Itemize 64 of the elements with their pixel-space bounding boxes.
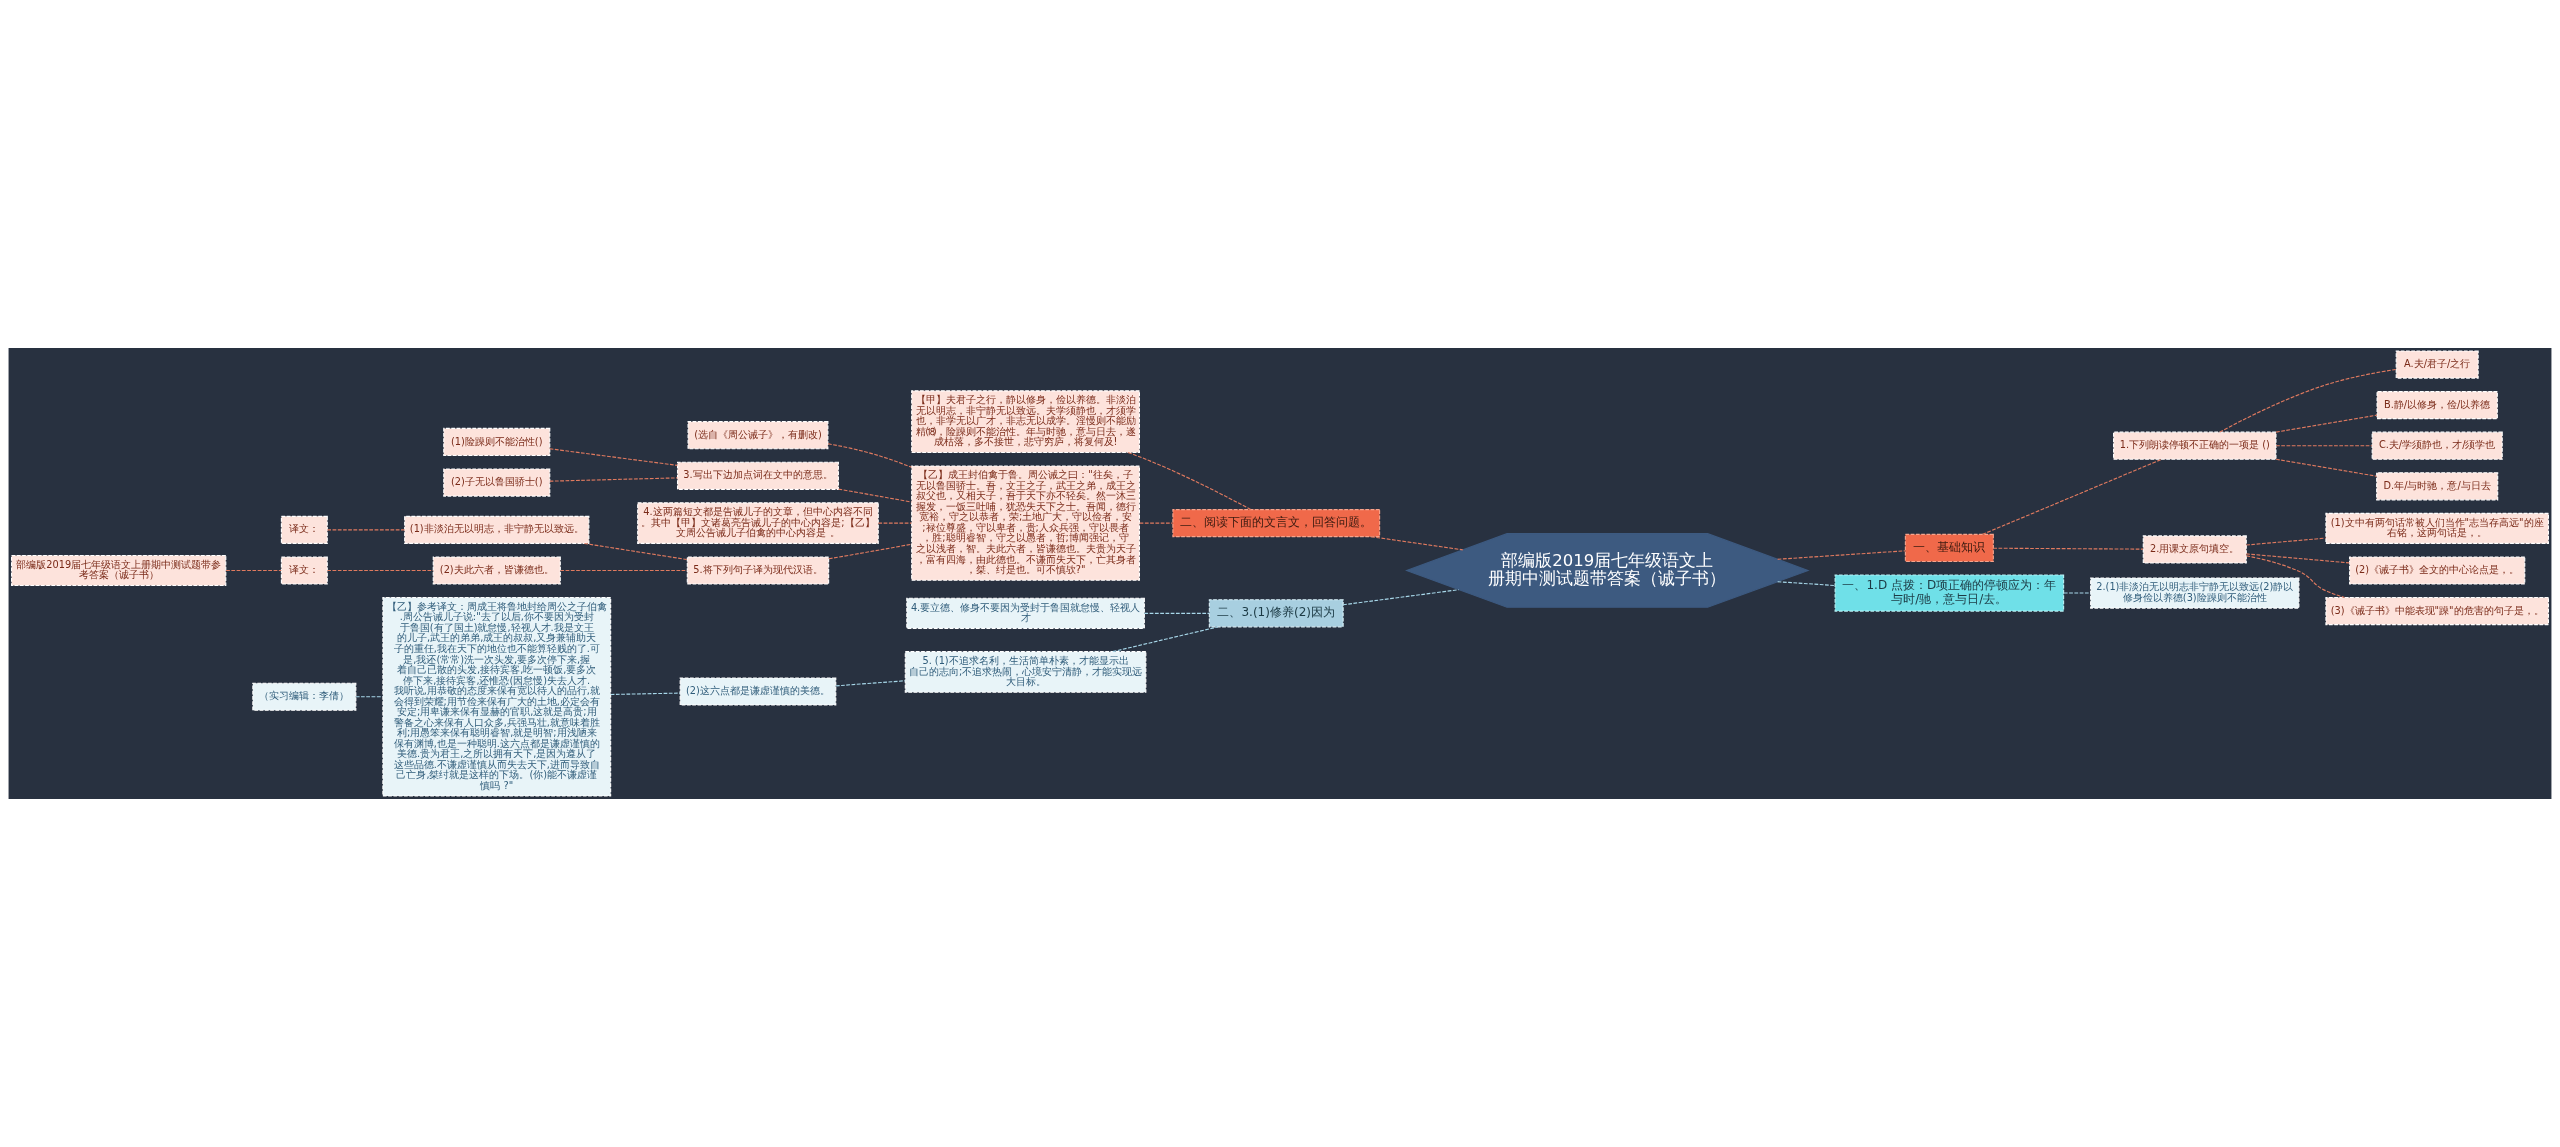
connector [1981,458,2163,535]
node-box: 5. (1)不追求名利，生活简单朴素，才能显示出自己的志向;不追求热闹，心境安宁清静，才能实现远大目标。 [904,651,1147,693]
connector [549,448,678,466]
node-box: 部编版2019届七年级语文上册期中测试题带参考答案（诚子书） [11,554,227,587]
node-box: D.年/与时驰，意/与日去 [2376,472,2499,501]
connector [2245,537,2327,546]
node-box: (1)非淡泊无以明志，非宁静无以致远。 [404,515,590,544]
connector [225,569,282,572]
node-box: 3.写出下边加点词在文中的意思。 [676,461,839,490]
connector [583,542,688,561]
connector [1370,536,1464,551]
connector [2275,458,2378,477]
node-box: 【乙】参考译文：周成王将鲁地封给周公之子伯禽.周公告诫儿子说:"去了以后,你不要因为受封于鲁国(有了国土)就怠慢,轻视人才.我是文王的儿子,武王的弟弟,成王的叔叔,又身兼辅助天子的重任,我在天下的地位也不能算轻贱的了.可是,我还(常常)洗一次头发,要多次停下来,握着自己已散的头发,接待宾客,吃一顿饭,要多次停下来,接待宾客,还惟恐(因怠慢)失去人才.我听说,用恭敬的态度来保有宽以待人的品行,就会得到荣耀;用节俭来保有广大的土地,必定会有安定;用卑谦来保有显赫的官职,这就是高贵;用警备之心来保有人口众多,兵强马壮,就意味着胜利;用愚笨来保有聪明睿智,就是明智;用浅陋来保有渊博,也是一种聪明.这六点都是谦虚谨慎的美德.贵为君王,之所以拥有天下,是因为遵从了这些品德.不谦虚谨慎从而失去天下,进而导致自己亡身,桀纣就是这样的下场。(你)能不谦虚谨慎吗 ?" [382,597,612,797]
node-box: (2)子无以鲁国骄士() [443,468,551,497]
connector [837,488,913,503]
node-box: (3)《诫子书》中能表现"躁"的危害的句子是，。 [2325,597,2549,626]
connector [2219,368,2397,433]
node-box: (2)这六点都是谦虚谨慎的美德。 [679,677,837,706]
connector [1127,451,1252,511]
node-box: 二、3.(1)修养(2)因为 [1208,599,1344,628]
node-box: 4.要立德、修身不要因为受封于鲁国就怠慢、轻视人才 [906,597,1145,629]
connector [559,569,688,572]
connector [827,443,913,468]
connector [1112,626,1219,653]
node-box: A.夫/君子/之行 [2395,350,2479,379]
node-box: 译文： [280,515,328,544]
connector [1777,581,1836,587]
connector [1992,547,2144,550]
node-box: 5.将下列句子译为现代汉语。 [686,556,830,585]
node-box: (1)险躁则不能治性() [443,427,551,457]
node-box: （实习编辑：李倩） [252,682,357,711]
node-box: 2.用课文原句填空。 [2142,535,2247,564]
node-box: (2)夫此六者，皆谦德也。 [432,556,561,585]
node-box: 一、基础知识 [1904,533,1994,563]
node-box: (1)文中有两句话常被人们当作"志当存高远"的座右铭，这两句话是，。 [2325,512,2549,544]
node-box: 译文： [280,556,328,585]
node-box: 【甲】夫君子之行，静以修身，俭以养德。非淡泊无以明志，非宁静无以致远。夫学须静也，才须学也，非学无以广才，非志无以成学。淫慢则不能励精⒅，险躁则不能治性。年与时驰，意与日去，遂成枯落，多不接世，悲守穷庐，将复何及! [911,390,1140,454]
node-box: 一、1.D 点拨：D项正确的停顿应为：年与时/驰，意与日/去。 [1834,574,2065,612]
connector [326,529,406,531]
connector [1139,522,1174,524]
node-box: 【乙】成王封伯禽于鲁。周公诫之曰："往矣，子无以鲁国骄士。吾，文王之子，武王之弟，成王之叔父也，又相天子，吾于天下亦不轻矣。然一沐三握发，一饭三吐哺，犹恐失天下之士。吾闻，德行宽裕，守之以恭者，荣;土地广大，守以俭者，安;禄位尊盛，守以卑者，贵;人众兵强，守以畏者，胜;聪明睿智，守之以愚者，哲;博闻强记，守之以浅者，智。夫此六者，皆谦德也。夫贵为天子，富有四海，由此德也。不谦而失天下，亡其身者，桀、纣是也。可不慎欤?" [911,465,1140,581]
connector [355,696,384,698]
connector [2275,445,2373,447]
node-box: B.静/以修身，俭/以养德 [2376,391,2498,420]
connector [326,569,434,572]
connector [1143,612,1210,614]
connector [2063,592,2092,594]
connector [610,692,681,696]
node-box: (2)《诫子书》全文的中心论点是，。 [2349,556,2526,585]
node-box: 二、阅读下面的文言文，回答问题。 [1172,509,1381,538]
connector [549,477,678,482]
connector [835,680,906,687]
node-box: 1.下列朗读停顿不正确的一项是 () [2113,431,2277,460]
node-box: (选自《周公诫子》，有删改) [687,421,829,450]
connector [2245,553,2350,564]
connector [1342,589,1460,606]
node-box: 4.这两篇短文都是告诫儿子的文章，但中心内容不同。其中【甲】文诸葛亮告诫儿子的中心内容是;【乙】文周公告诫儿子伯禽的中心内容是 。 [637,502,879,544]
connector [877,522,913,524]
connector [1777,550,1906,560]
connector [2245,555,2345,599]
node-box: C.夫/学须静也，才/须学也 [2371,431,2503,460]
connector [828,543,913,560]
node-box: 2.(1)非淡泊无以明志非宁静无以致远(2)静以修身俭以养德(3)险躁则不能治性 [2090,577,2300,609]
connector [2275,414,2378,433]
